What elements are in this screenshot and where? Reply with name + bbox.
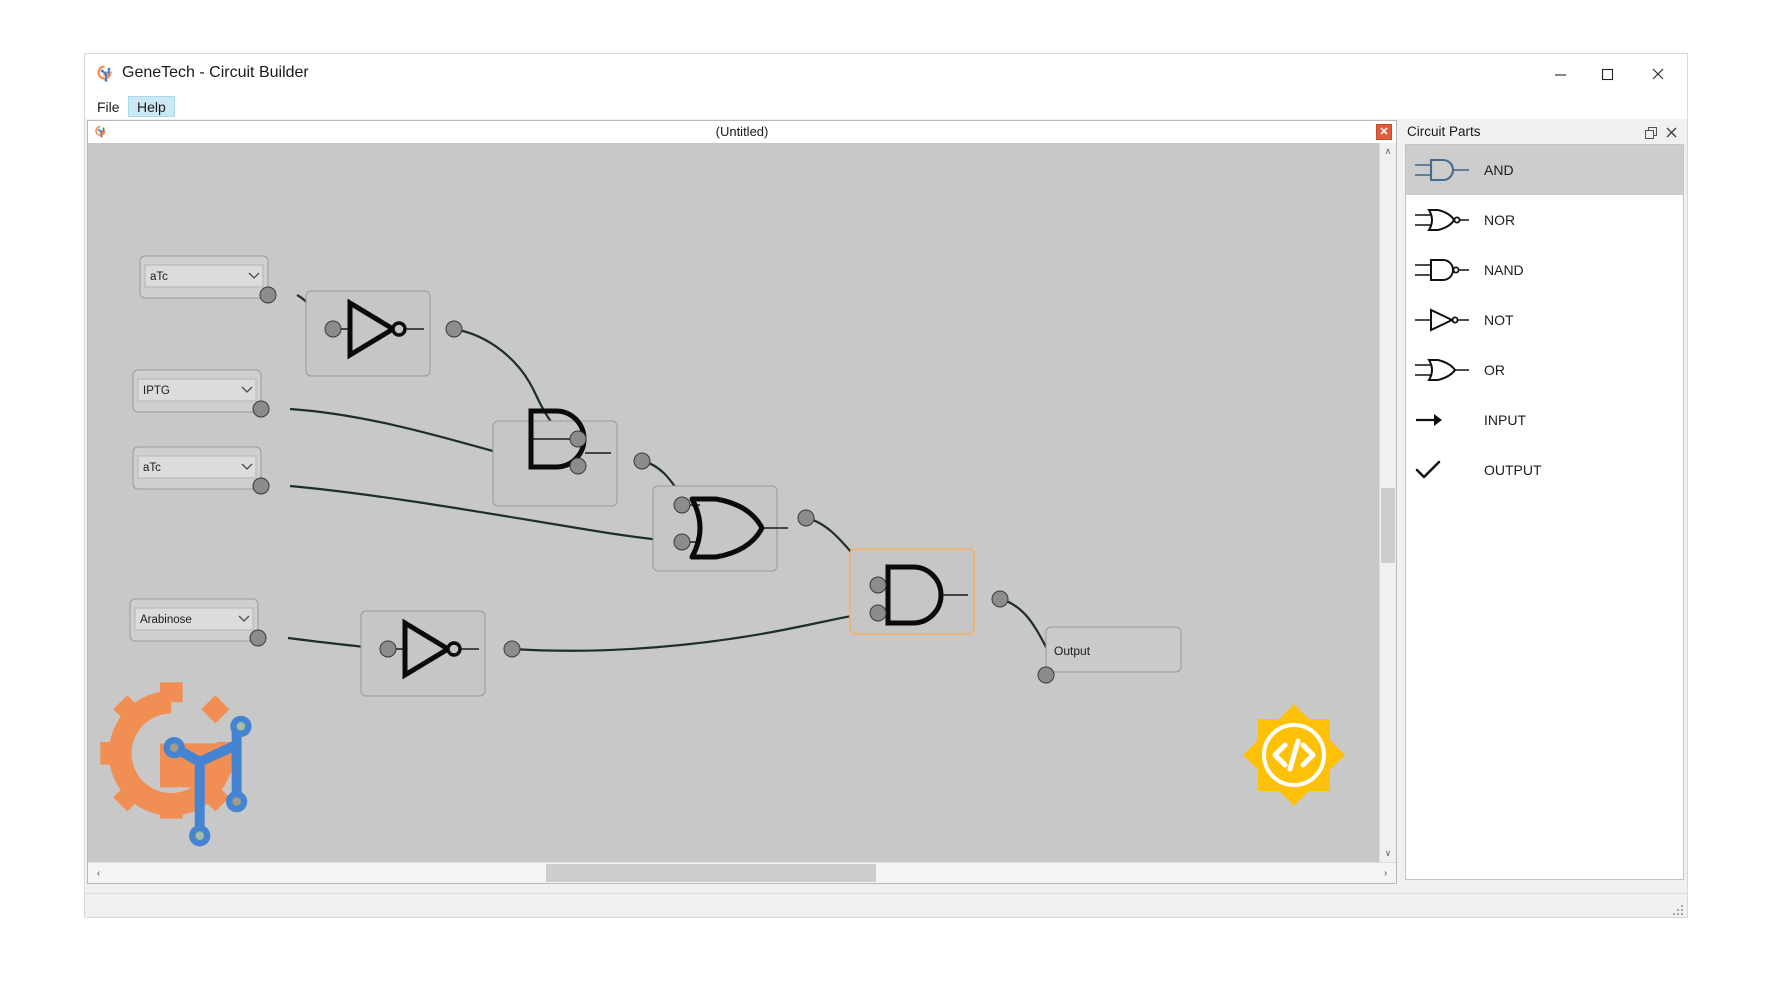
port-out-atc-2 <box>252 477 270 495</box>
gate-and-2-selected <box>849 548 1009 635</box>
menu-item-file[interactable]: File <box>97 98 120 115</box>
not-gate-icon <box>1414 303 1474 337</box>
part-item-nor[interactable]: NOR <box>1406 195 1683 245</box>
part-label-output: OUTPUT <box>1484 462 1542 478</box>
canvas-vertical-scrollbar[interactable]: ∧ ∨ <box>1379 143 1396 862</box>
document-title-bar: (Untitled) ✕ <box>88 121 1396 143</box>
input-value-atc-1: aTc <box>150 271 168 283</box>
part-item-not[interactable]: NOT <box>1406 295 1683 345</box>
wire-atc2-to-or1-in2 <box>289 484 683 544</box>
part-label-and: AND <box>1484 162 1514 178</box>
port-in-and-1-a <box>569 430 587 448</box>
part-item-input[interactable]: INPUT <box>1406 395 1683 445</box>
maximize-button[interactable] <box>1584 54 1631 94</box>
scroll-down-icon[interactable]: ∨ <box>1384 848 1392 858</box>
application-window: GeneTech - Circuit Builder File Help <box>84 53 1688 918</box>
output-label: Output <box>1054 644 1091 658</box>
port-in-and-2-b <box>869 604 887 622</box>
port-in-or-1-b <box>673 533 691 551</box>
input-node-arabinose: Arabinose <box>129 598 267 647</box>
part-label-not: NOT <box>1484 312 1514 328</box>
circuit-document-window: (Untitled) ✕ <box>87 120 1397 884</box>
horizontal-scroll-thumb[interactable] <box>546 864 876 882</box>
mdi-workspace: (Untitled) ✕ <box>85 119 1687 895</box>
close-panel-icon[interactable] <box>1663 124 1680 141</box>
input-node-atc-1: aTc <box>139 255 277 304</box>
gate-or-1 <box>652 485 815 572</box>
minimize-button[interactable] <box>1537 54 1584 94</box>
port-out-not-2 <box>503 640 521 658</box>
close-button[interactable] <box>1634 54 1681 94</box>
port-out-and-1 <box>633 452 651 470</box>
part-label-input: INPUT <box>1484 412 1526 428</box>
circuit-parts-title: Circuit Parts <box>1407 124 1481 139</box>
gate-not-2 <box>360 610 521 697</box>
circuit-diagram: aTc IPTG <box>100 255 1345 847</box>
part-label-nand: NAND <box>1484 262 1524 278</box>
chevron-down-icon <box>248 272 260 279</box>
input-node-iptg: IPTG <box>132 369 270 418</box>
output-check-icon <box>1414 453 1474 487</box>
resize-grip[interactable] <box>1672 903 1684 915</box>
input-value-arabinose: Arabinose <box>140 614 192 626</box>
part-label-or: OR <box>1484 362 1505 378</box>
wire-not2-to-and2-in2 <box>511 611 879 652</box>
port-out-arabinose <box>249 629 267 647</box>
scroll-up-icon[interactable]: ∧ <box>1384 146 1392 156</box>
output-node: Output <box>1037 626 1182 684</box>
part-item-nand[interactable]: NAND <box>1406 245 1683 295</box>
scroll-left-icon[interactable]: ‹ <box>96 867 101 879</box>
or-gate-icon <box>1414 353 1474 387</box>
nor-gate-icon <box>1414 203 1474 237</box>
port-out-atc-1 <box>259 286 277 304</box>
port-out-and-2 <box>991 590 1009 608</box>
code-badge <box>1243 704 1345 806</box>
document-close-button[interactable]: ✕ <box>1376 124 1392 140</box>
and-gate-icon <box>1414 153 1474 187</box>
circuit-canvas[interactable]: aTc IPTG <box>88 143 1396 862</box>
port-in-and-2-a <box>869 576 887 594</box>
port-out-not-1 <box>445 320 463 338</box>
part-label-nor: NOR <box>1484 212 1516 228</box>
document-title: (Untitled) <box>715 124 769 139</box>
part-item-or[interactable]: OR <box>1406 345 1683 395</box>
genetech-watermark-logo <box>100 682 252 847</box>
scroll-right-icon[interactable]: › <box>1383 867 1388 879</box>
menu-item-help[interactable]: Help <box>128 96 175 117</box>
nand-gate-icon <box>1414 253 1474 287</box>
port-in-not-2 <box>379 640 397 658</box>
app-title: GeneTech - Circuit Builder <box>122 64 309 81</box>
input-value-iptg: IPTG <box>143 385 170 397</box>
gate-and-1 <box>492 408 651 507</box>
port-in-output <box>1037 666 1055 684</box>
chevron-down-icon <box>238 615 250 622</box>
circuit-parts-list[interactable]: AND <box>1405 144 1684 880</box>
genetech-logo-icon <box>92 124 108 140</box>
part-item-and[interactable]: AND <box>1406 145 1683 195</box>
float-panel-icon[interactable] <box>1642 124 1659 141</box>
port-in-or-1-a <box>673 496 691 514</box>
wire-and2-to-output <box>999 597 1055 676</box>
input-value-atc-2: aTc <box>143 462 161 474</box>
port-in-not-1 <box>324 320 342 338</box>
canvas-horizontal-scrollbar[interactable]: ‹ › <box>88 862 1396 883</box>
status-bar <box>85 893 1687 917</box>
port-out-iptg <box>252 400 270 418</box>
chevron-down-icon <box>241 386 253 393</box>
port-out-or-1 <box>797 509 815 527</box>
title-bar: GeneTech - Circuit Builder <box>85 54 1687 94</box>
input-arrow-icon <box>1414 403 1474 437</box>
chevron-down-icon <box>241 463 253 470</box>
circuit-parts-panel: Circuit Parts <box>1399 120 1686 884</box>
circuit-parts-header: Circuit Parts <box>1399 120 1686 144</box>
menu-bar: File Help <box>85 94 1687 118</box>
genetech-logo-icon <box>93 63 115 85</box>
input-node-atc-2: aTc <box>132 446 270 495</box>
port-in-and-1-b <box>569 457 587 475</box>
part-item-output[interactable]: OUTPUT <box>1406 445 1683 495</box>
gate-not-1 <box>305 290 463 377</box>
vertical-scroll-thumb[interactable] <box>1381 488 1395 563</box>
